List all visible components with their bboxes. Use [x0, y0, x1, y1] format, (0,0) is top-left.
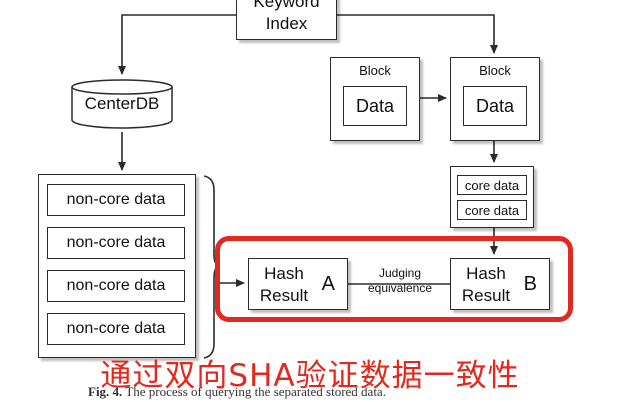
block-2-data: Data	[463, 86, 527, 126]
non-core-data-item: non-core data	[47, 184, 185, 216]
arrow-keyword-to-block2	[337, 14, 498, 54]
caption-text: The process of querying the separated st…	[122, 384, 386, 399]
caption-label: Fig. 4.	[88, 384, 123, 399]
centerdb-cylinder: CenterDB	[70, 78, 174, 130]
hash-a-letter: A	[321, 273, 335, 295]
keyword-index-line1: Keyword	[253, 0, 320, 11]
non-core-data-item: non-core data	[47, 227, 185, 259]
judging-equivalence-label: Judging equivalence	[350, 266, 450, 296]
block-1-title: Block	[359, 63, 391, 78]
arrow-keyword-to-centerdb	[118, 14, 236, 75]
centerdb-label: CenterDB	[84, 94, 160, 113]
judge-line2: equivalence	[367, 281, 433, 295]
hash-b-line1: Hash	[466, 264, 506, 283]
block-2-title: Block	[479, 63, 511, 78]
hash-a-line1: Hash	[264, 264, 304, 283]
database-icon	[71, 79, 173, 129]
block-1: Block Data	[330, 57, 420, 141]
non-core-data-item: non-core data	[47, 270, 185, 302]
judge-line1: Judging	[378, 266, 422, 280]
keyword-index-line2: Index	[265, 14, 308, 33]
hash-b-line2: Result	[461, 286, 511, 305]
non-core-data-group: non-core data non-core data non-core dat…	[38, 174, 196, 358]
overlay-annotation: 通过双向SHA验证数据一致性	[100, 358, 520, 394]
hash-a-line2: Result	[259, 286, 309, 305]
hash-result-b: Hash Result B	[450, 258, 550, 310]
highlight-frame	[215, 236, 573, 322]
noncore-brace	[203, 175, 221, 359]
core-data-item: core data	[457, 200, 527, 220]
block-1-data: Data	[343, 86, 407, 126]
core-data-group: core data core data	[450, 166, 534, 228]
block-2: Block Data	[450, 57, 540, 141]
keyword-index-box: Keyword Index	[236, 0, 337, 40]
core-data-item: core data	[457, 175, 527, 195]
hash-b-letter: B	[523, 273, 537, 295]
figure-caption: Fig. 4. The process of querying the sepa…	[88, 384, 386, 400]
hash-result-a: Hash Result A	[248, 258, 348, 310]
non-core-data-item: non-core data	[47, 313, 185, 345]
